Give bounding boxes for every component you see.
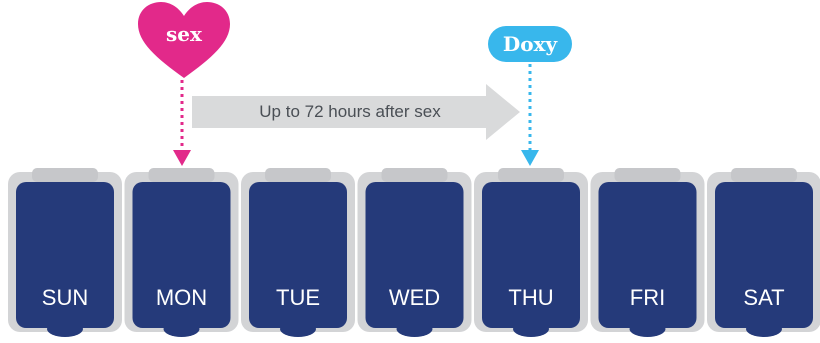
pill-box <box>8 168 820 337</box>
compartment-fri <box>590 168 705 337</box>
day-label-sat: SAT <box>743 285 785 310</box>
doxy-label: Doxy <box>488 26 572 62</box>
compartment-tue <box>241 168 355 337</box>
compartment-mon <box>124 168 239 337</box>
heart-icon <box>138 2 230 78</box>
pointer-lines <box>173 64 539 166</box>
day-label-thu: THU <box>508 285 554 310</box>
day-label-tue: TUE <box>276 285 320 310</box>
compartment-wed <box>357 168 472 337</box>
mon-pointer <box>173 80 191 166</box>
compartment-sat <box>707 168 820 337</box>
day-label-sun: SUN <box>41 285 89 310</box>
down-arrow-icon <box>521 150 539 166</box>
compartment-thu <box>474 168 588 337</box>
arrow-label: Up to 72 hours after sex <box>259 102 441 121</box>
day-label-fri: FRI <box>629 285 666 310</box>
compartment-sun <box>8 168 122 337</box>
thu-pointer <box>521 64 539 166</box>
right-arrow-icon <box>192 84 520 140</box>
day-label-mon: MON <box>155 285 208 310</box>
day-label-wed: WED <box>388 285 441 310</box>
down-arrow-icon <box>173 150 191 166</box>
heart-label: sex <box>166 22 202 46</box>
